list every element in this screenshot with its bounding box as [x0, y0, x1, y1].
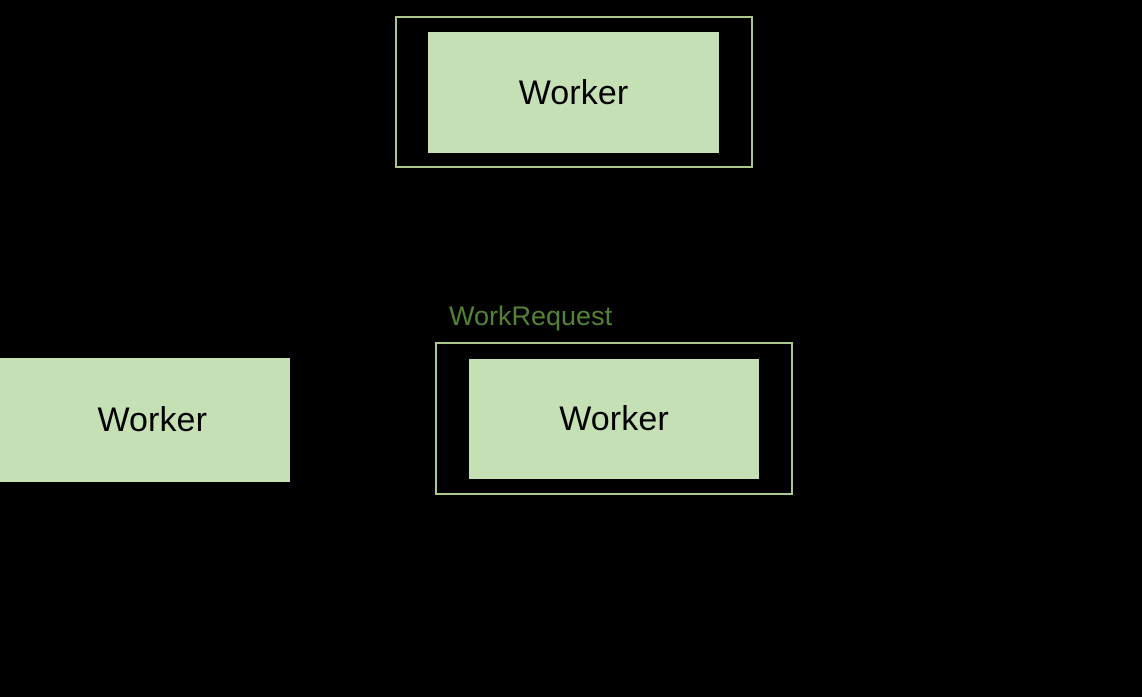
worker-node-top-label: Worker	[518, 73, 629, 112]
worker-node-workrequest-label: Worker	[559, 400, 669, 438]
scope-caption-workrequest: WorkRequest	[449, 301, 613, 331]
worker-node-top[interactable]: Worker	[428, 32, 719, 153]
scope-frame-top[interactable]	[395, 16, 753, 168]
worker-node-left-label: Worker	[97, 401, 207, 439]
worker-node-left[interactable]: Worker	[0, 358, 290, 482]
scope-frame-workrequest[interactable]	[435, 342, 793, 495]
worker-node-workrequest[interactable]: Worker	[469, 359, 759, 479]
